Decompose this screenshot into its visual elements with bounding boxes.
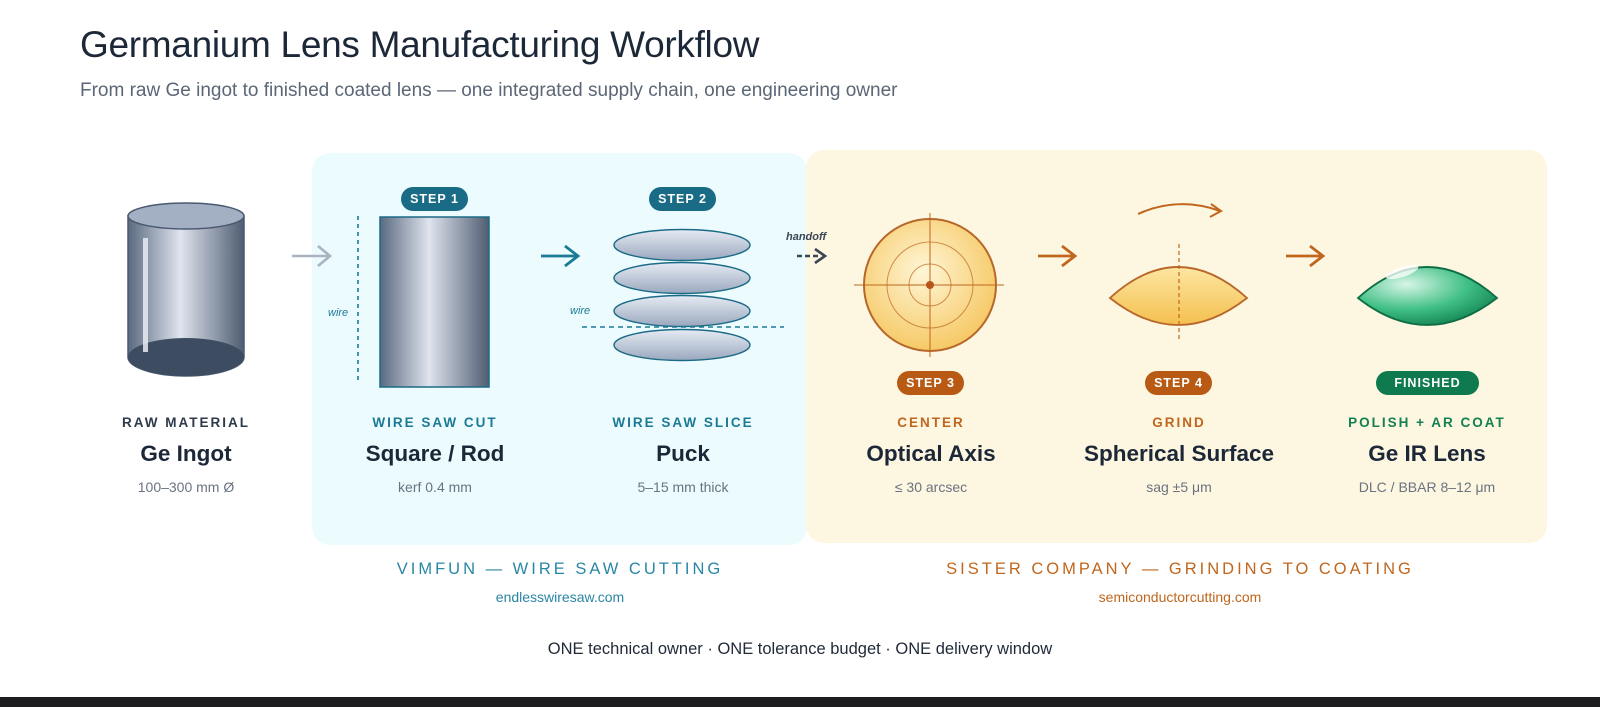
puck-wire-annotation: wire: [570, 305, 591, 317]
handoff-arrow: [797, 247, 828, 265]
sister-company-label: SISTER COMPANY — GRINDING TO COATING: [946, 560, 1414, 578]
stage-name: Square / Rod: [365, 441, 505, 466]
step-3-badge: STEP 3: [897, 371, 964, 395]
vimfun-company-label: VIMFUN — WIRE SAW CUTTING: [396, 560, 724, 578]
stage-category: WIRE SAW CUT: [372, 415, 498, 430]
centering-disc-icon: [854, 213, 1004, 357]
stage-spec: kerf 0.4 mm: [398, 479, 472, 495]
handoff-label: handoff: [786, 231, 827, 243]
step-2-badge: STEP 2: [649, 187, 716, 211]
step-4-badge: STEP 4: [1145, 371, 1212, 395]
vimfun-url-link[interactable]: endlesswiresaw.com: [495, 589, 625, 605]
arrow-ingot-to-rod: [292, 245, 333, 267]
stage-spec: DLC / BBAR 8–12 μm: [1358, 479, 1496, 495]
stage-category: RAW MATERIAL: [122, 415, 250, 430]
stage-name: Spherical Surface: [1083, 441, 1275, 466]
stage-name: Puck: [656, 441, 710, 466]
rod-icon: [357, 216, 490, 388]
stage-name: Optical Axis: [866, 441, 996, 466]
ingot-icon: [127, 202, 245, 377]
grind-lens-icon: [1108, 203, 1249, 340]
stage-name: Ge Ingot: [140, 441, 232, 466]
stage-name: Ge IR Lens: [1368, 441, 1486, 466]
bottom-bar: [0, 697, 1600, 707]
finished-lens-icon: [1356, 264, 1499, 326]
stage-spec: ≤ 30 arcsec: [894, 479, 968, 495]
stage-spec: 100–300 mm Ø: [137, 479, 235, 495]
arrow-rod-to-puck: [541, 244, 581, 268]
rod-wire-annotation: wire: [328, 307, 349, 319]
footer-note: ONE technical owner · ONE tolerance budg…: [547, 640, 1053, 658]
page-subtitle: From raw Ge ingot to finished coated len…: [80, 80, 898, 101]
finished-badge: FINISHED: [1376, 371, 1479, 395]
sister-company-url-link[interactable]: semiconductorcutting.com: [1098, 589, 1262, 605]
arrow-grind-to-finished: [1286, 244, 1326, 268]
stage-category: CENTER: [897, 415, 965, 430]
stage-spec: 5–15 mm thick: [637, 479, 729, 495]
arrow-center-to-grind: [1038, 244, 1078, 268]
stage-category: GRIND: [1152, 415, 1206, 430]
stage-spec: sag ±5 μm: [1146, 479, 1212, 495]
page-title: Germanium Lens Manufacturing Workflow: [80, 24, 760, 65]
step-1-badge: STEP 1: [401, 187, 468, 211]
puck-stack-icon: [582, 228, 784, 362]
stage-category: POLISH + AR COAT: [1348, 415, 1506, 430]
stage-category: WIRE SAW SLICE: [612, 415, 754, 430]
